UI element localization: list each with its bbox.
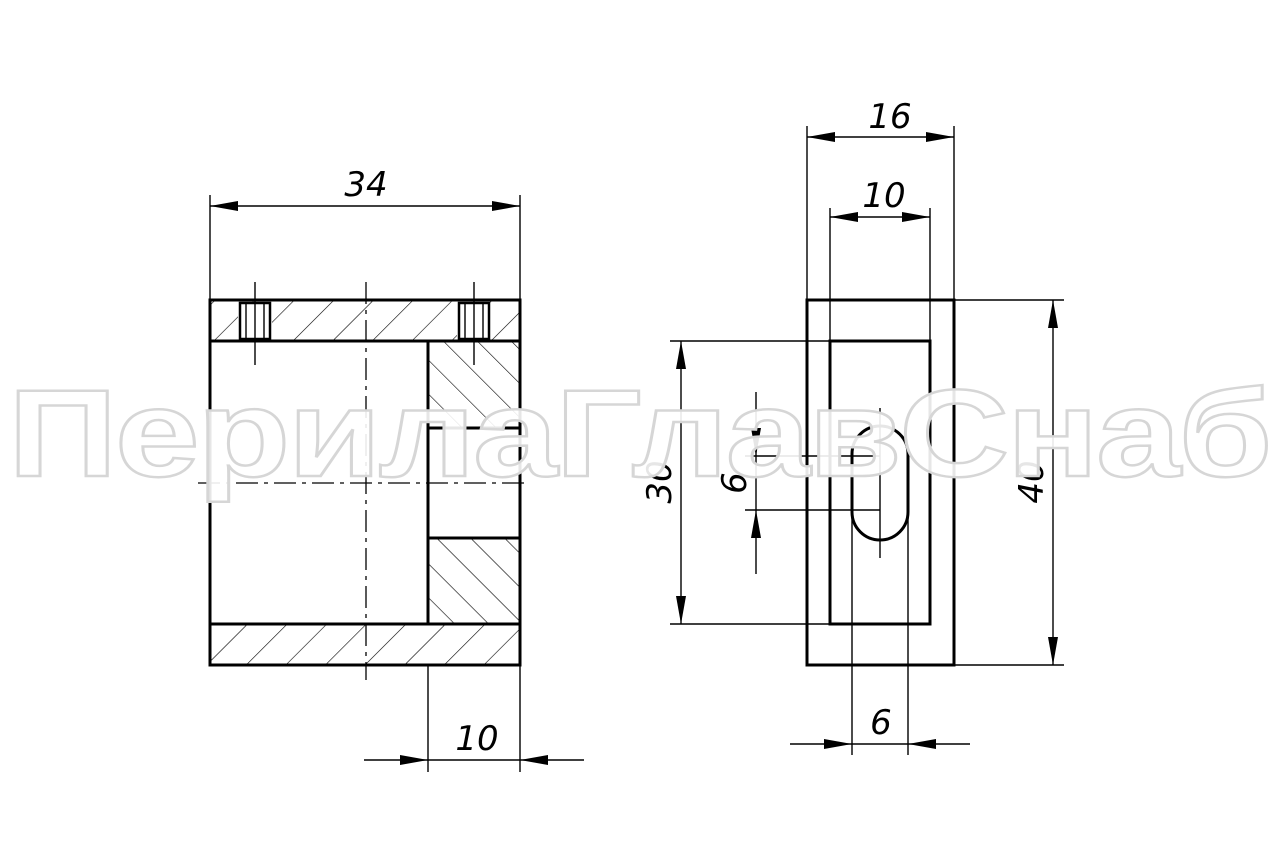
dim-10-bottom-label: 10 [455, 719, 498, 759]
dim-10-top-label: 10 [862, 176, 905, 216]
dim-6-bottom-label: 6 [870, 703, 892, 743]
plug-lower-hatch [428, 538, 520, 624]
side-outer-outline [805, 298, 956, 667]
watermark: ПерилаГлавСнаб [8, 365, 1270, 503]
dim-30-label: 30 [640, 460, 680, 503]
dim-16-label: 16 [868, 97, 911, 137]
front-view: 34 10 [198, 165, 584, 772]
dim-34-label: 34 [344, 165, 387, 205]
side-inner-outline [828, 339, 932, 626]
dim-40-label: 40 [1012, 460, 1052, 503]
bottom-wall-hatch [210, 624, 520, 665]
side-view: 16 10 30 6 40 6 [640, 97, 1064, 755]
dim-6-vertical-label: 6 [715, 472, 755, 494]
